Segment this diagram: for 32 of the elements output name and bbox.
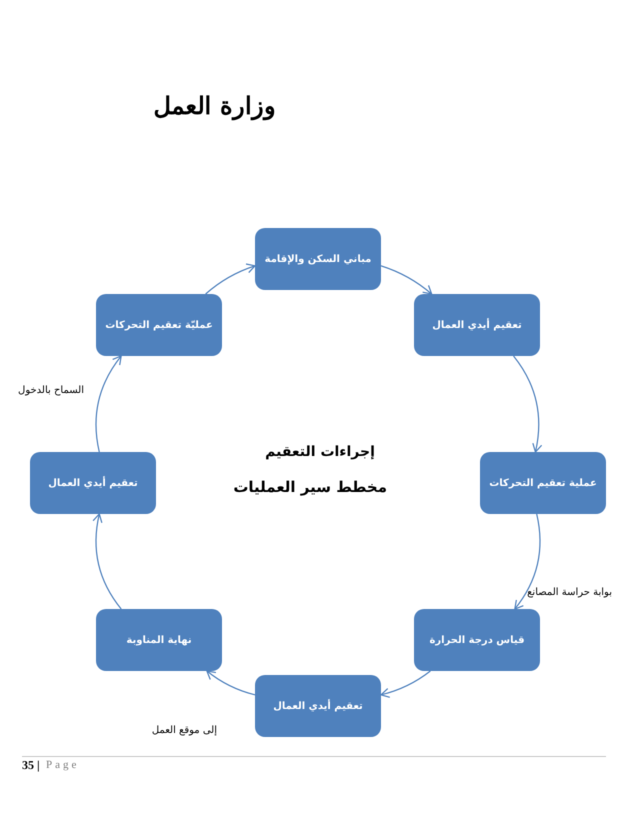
- diagram-subtitle: مخطط سير العمليات: [233, 478, 387, 496]
- arrow: [380, 670, 431, 698]
- step-label: تعقيم أيدي العمال: [432, 318, 522, 332]
- arrow: [514, 514, 541, 610]
- arrow: [206, 670, 256, 696]
- ministry-name: وزارة العمل: [154, 92, 276, 121]
- arrow: [513, 356, 542, 453]
- step-label: نهاية المناوبة: [126, 634, 192, 646]
- annotation-text: السماح بالدخول: [18, 385, 84, 397]
- process-box: [96, 294, 222, 356]
- process-box: [96, 609, 222, 671]
- arrow: [380, 265, 432, 295]
- step-label: تعقيم أيدي العمال: [48, 476, 138, 490]
- arrow: [205, 264, 256, 294]
- annotation-text: إلى موقع العمل: [152, 725, 217, 737]
- step-label: تعقيم أيدي العمال: [273, 700, 363, 712]
- annotation-text: بوابة حراسة المصانع: [527, 587, 612, 599]
- process-box: [414, 294, 540, 356]
- process-box: [30, 452, 156, 514]
- process-box: [255, 675, 381, 737]
- page-word: Page: [46, 759, 80, 772]
- page-number: 35 |: [22, 758, 40, 772]
- step-label: عملية تعقيم التحركات: [489, 476, 597, 490]
- step-label: مباني السكن والإقامة: [264, 252, 372, 266]
- step-label: قياس درجة الحرارة: [429, 634, 524, 646]
- process-box: [480, 452, 606, 514]
- step-label: عمليّة تعقيم التحركات: [105, 318, 213, 332]
- arrow: [95, 355, 122, 452]
- process-box: [414, 609, 540, 671]
- arrow: [92, 513, 122, 610]
- diagram-title: إجراءات التعقيم: [264, 444, 376, 460]
- process-box: [255, 228, 381, 290]
